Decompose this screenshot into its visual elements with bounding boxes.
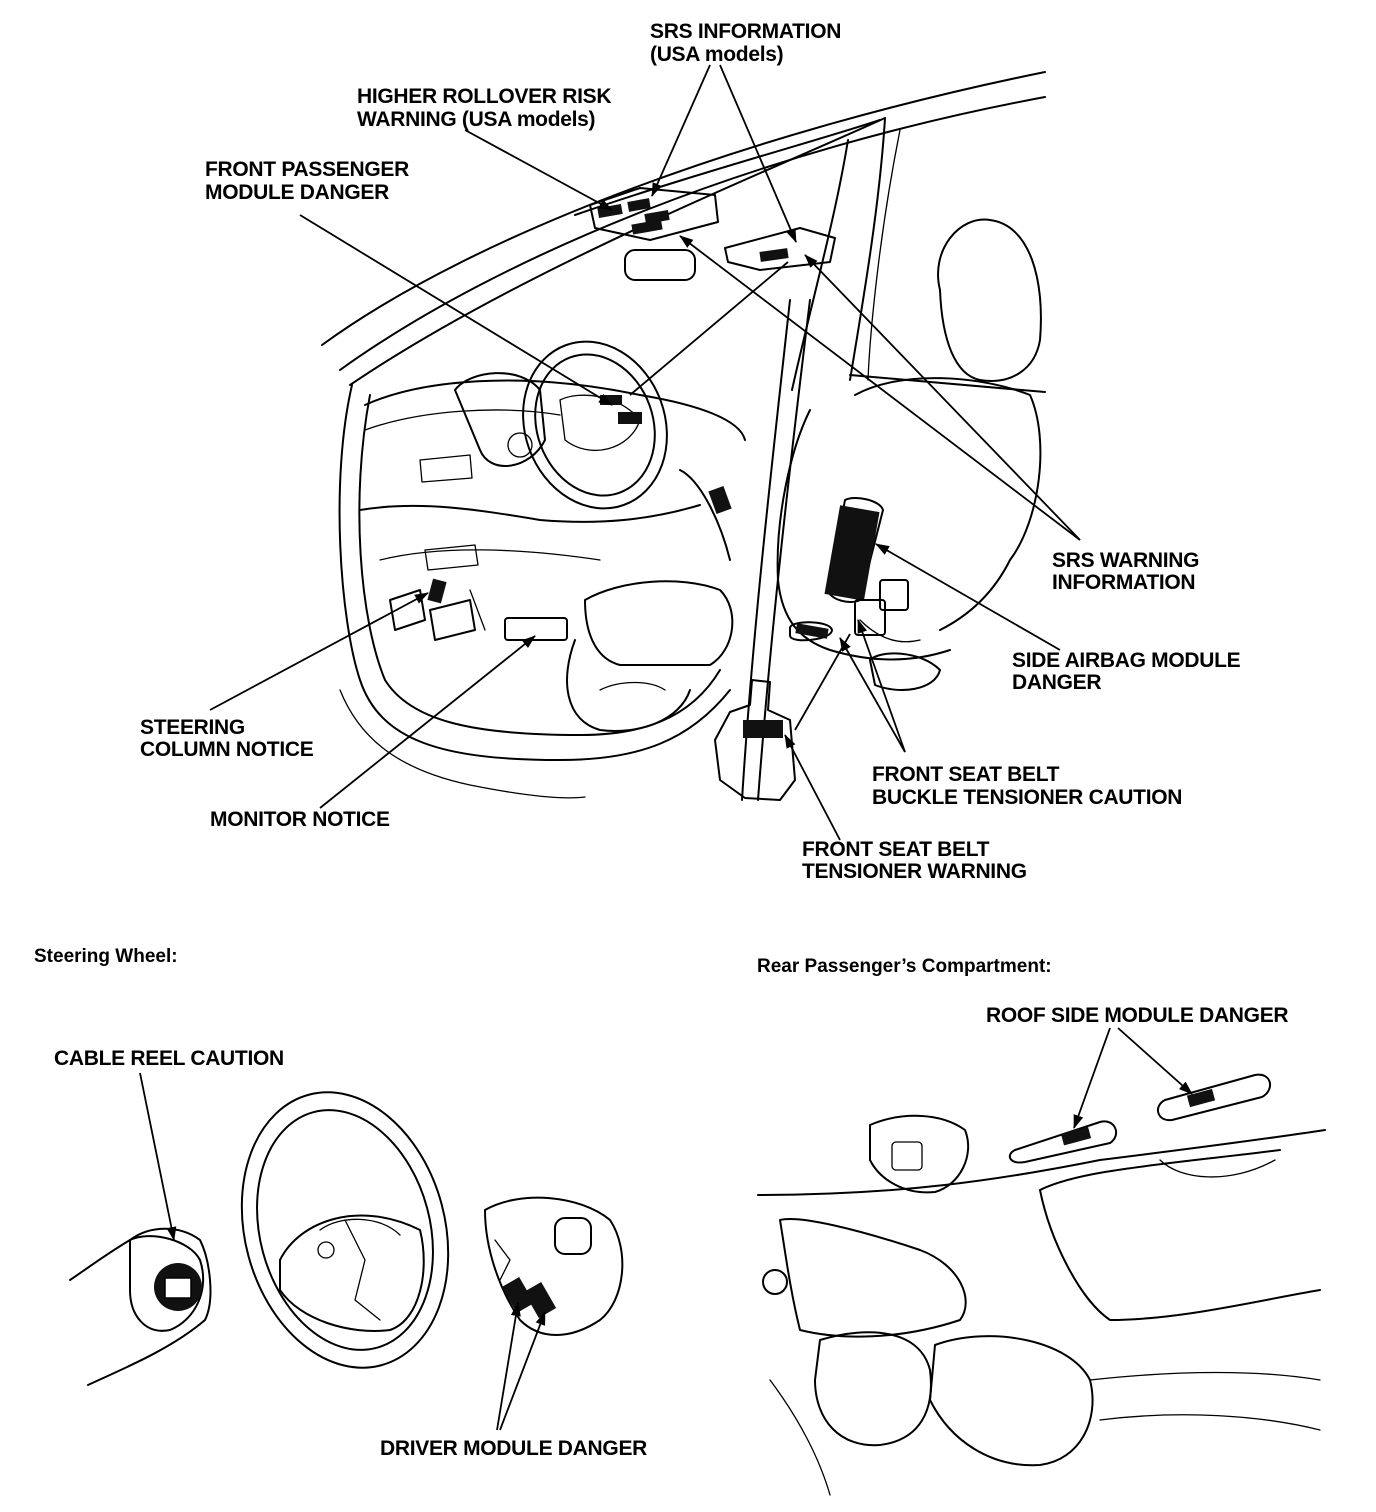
label-srs-information: SRS INFORMATION	[650, 20, 841, 43]
warning-label-icon	[501, 1277, 535, 1313]
label-front-passenger-module-danger: MODULE DANGER	[205, 181, 389, 204]
warning-label-icon	[631, 219, 663, 235]
warning-label-icon	[618, 412, 642, 424]
label-front-passenger-module: FRONT PASSENGER	[205, 158, 409, 181]
label-tensioner: FRONT SEAT BELT	[802, 838, 990, 861]
label-driver-module-danger: DRIVER MODULE DANGER	[380, 1437, 647, 1460]
label-side-airbag-module: SIDE AIRBAG MODULE	[1012, 649, 1241, 672]
steering-wheel-drawing	[69, 1091, 624, 1386]
label-srs-warning-information: INFORMATION	[1052, 571, 1195, 594]
leader-lines	[209, 64, 1081, 841]
warning-label-icon	[427, 578, 447, 604]
label-buckle-tensioner-caution: BUCKLE TENSIONER CAUTION	[872, 786, 1182, 809]
label-srs-warning: SRS WARNING	[1052, 549, 1199, 572]
warning-label-icon	[795, 623, 829, 639]
label-rollover-warning: HIGHER ROLLOVER RISK	[357, 85, 611, 108]
rear-compartment-drawing	[757, 1073, 1326, 1496]
warning-label-icon	[1186, 1088, 1216, 1108]
label-steering-column: STEERING	[140, 716, 245, 739]
label-steering-column-notice: COLUMN NOTICE	[140, 738, 314, 761]
label-rollover-warning-models: WARNING (USA models)	[357, 108, 595, 131]
section-steering-wheel: Steering Wheel:	[34, 946, 178, 967]
steering-leaders	[139, 1072, 546, 1431]
label-srs-information-models: (USA models)	[650, 43, 783, 66]
warning-label-icon	[708, 485, 732, 515]
warning-label-icon	[644, 209, 670, 225]
label-tensioner-warning: TENSIONER WARNING	[802, 860, 1027, 883]
warning-label-icon	[627, 198, 651, 212]
warning-label-icon	[759, 248, 789, 262]
warning-label-icon	[523, 1282, 557, 1318]
main-labels: SRS INFORMATION (USA models) HIGHER ROLL…	[140, 20, 1241, 883]
label-buckle-tensioner: FRONT SEAT BELT	[872, 763, 1060, 786]
rear-leaders	[1073, 1027, 1193, 1129]
label-roof-side-module-danger: ROOF SIDE MODULE DANGER	[986, 1004, 1288, 1027]
warning-label-icon	[1060, 1126, 1092, 1146]
warning-label-icons	[427, 198, 829, 639]
label-cable-reel-caution: CABLE REEL CAUTION	[54, 1047, 284, 1070]
label-monitor-notice: MONITOR NOTICE	[210, 808, 390, 831]
section-rear-passenger: Rear Passenger’s Compartment:	[757, 956, 1052, 977]
label-side-airbag-danger: DANGER	[1012, 671, 1101, 694]
vehicle-interior-drawing	[321, 71, 1046, 801]
